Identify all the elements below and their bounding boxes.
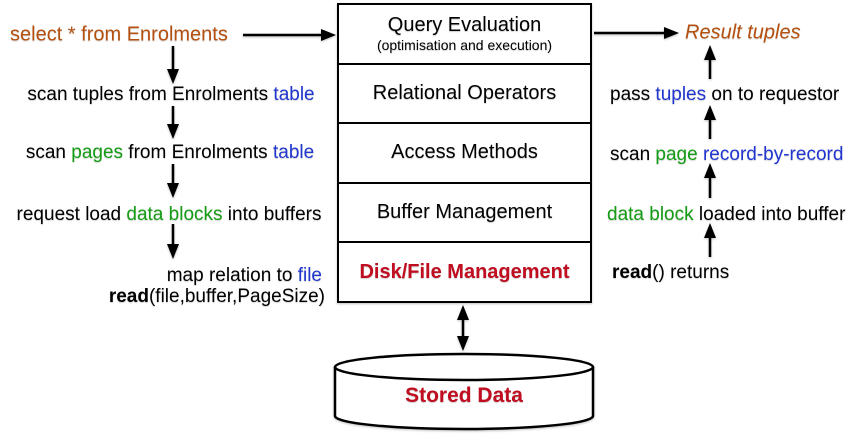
layer-query-evaluation: Query Evaluation (optimisation and execu…	[339, 5, 590, 63]
right-flow-pass-tuples-text: pass tuples on to requestor	[610, 84, 840, 105]
stored-data-label: Stored Data	[405, 384, 523, 407]
left-flow-scan-tuples-text: scan tuples from Enrolments table	[27, 84, 315, 105]
layer-access-methods: Access Methods	[339, 122, 590, 182]
left-flow-read-call-text: read(file,buffer,PageSize)	[108, 286, 325, 307]
layer-title: Buffer Management	[376, 201, 553, 224]
layer-disk-file-management: Disk/File Management	[339, 241, 590, 301]
stored-data-cylinder	[333, 352, 595, 431]
layer-title: Disk/File Management	[359, 260, 570, 283]
right-flow-scan-page-text: scan page record-by-record	[610, 144, 844, 165]
cylinder-top	[333, 352, 595, 382]
right-flow-result-tuples-text: Result tuples	[685, 21, 801, 44]
layer-title: Relational Operators	[372, 81, 557, 104]
left-flow-request-load-text: request load data blocks into buffers	[16, 204, 322, 225]
left-flow-scan-pages-text: scan pages from Enrolments table	[25, 142, 315, 163]
layer-subtitle: (optimisation and execution)	[376, 36, 553, 53]
layer-title: Query Evaluation	[387, 13, 542, 36]
layer-buffer-management: Buffer Management	[339, 181, 590, 242]
left-flow-map-relation-text: map relation to file	[166, 265, 322, 286]
layer-relational-operators: Relational Operators	[339, 62, 590, 123]
right-flow-read-returns-text: read() returns	[612, 262, 730, 283]
dbms-layer-stack: Query Evaluation (optimisation and execu…	[337, 3, 592, 303]
cylinder-body	[333, 367, 595, 431]
layer-title: Access Methods	[391, 141, 538, 164]
right-flow-data-block-text: data block loaded into buffer	[607, 204, 846, 225]
left-flow-query-text: select * from Enrolments	[10, 23, 228, 46]
